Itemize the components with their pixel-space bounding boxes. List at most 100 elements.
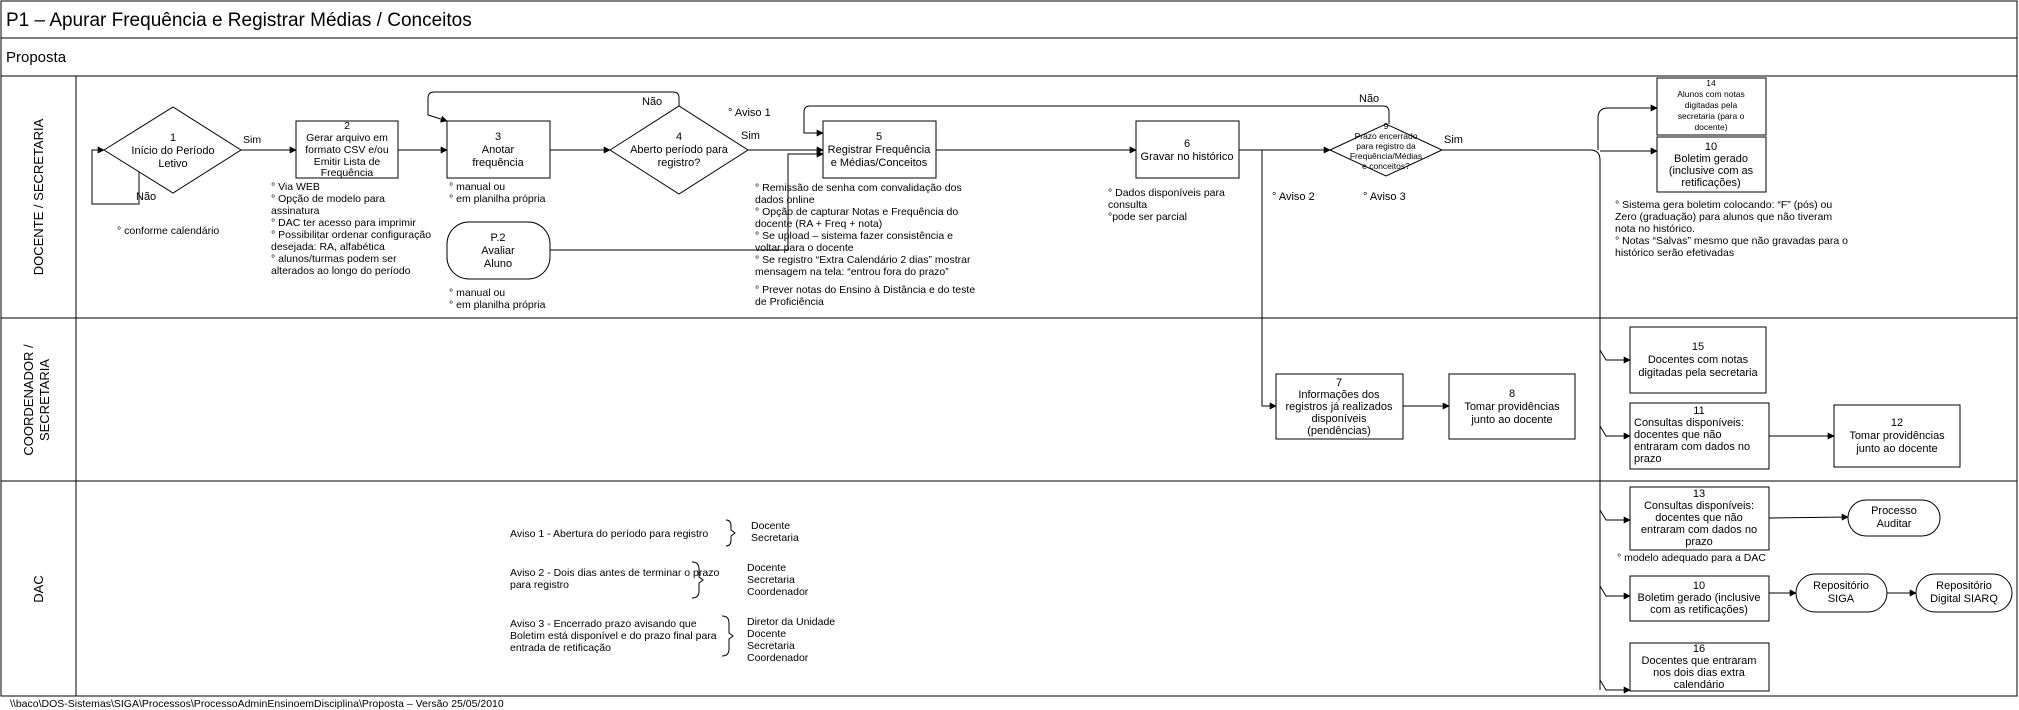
notes-node-2: ° Via WEB ° Opção de modelo para assinat… (271, 181, 431, 277)
svg-text:Processo: Processo (1871, 505, 1917, 517)
svg-text:° Se registro “Extra Calendári: ° Se registro “Extra Calendário 2 dias” … (755, 254, 971, 266)
svg-text:Docente: Docente (751, 520, 790, 532)
label-nao-9: Não (1359, 93, 1379, 105)
node-repositorio-siga: Repositório SIGA (1795, 573, 1888, 613)
svg-text:entrada de retificação: entrada de retificação (510, 642, 611, 654)
svg-text:docentes que não: docentes que não (1655, 512, 1742, 524)
svg-text:Digital SIARQ: Digital SIARQ (1930, 593, 1998, 605)
label-aviso-3: ° Aviso 3 (1363, 191, 1406, 203)
svg-text:16: 16 (1693, 643, 1705, 655)
lane-label-coordenador-line2: SECRETARIA (37, 359, 52, 441)
svg-text:10: 10 (1693, 580, 1705, 592)
svg-text:Alunos com notas: Alunos com notas (1677, 89, 1745, 99)
svg-text:4: 4 (676, 131, 682, 143)
svg-text:° Se upload – sistema fazer co: ° Se upload – sistema fazer consistência… (755, 230, 953, 242)
svg-text:Emitir Lista de: Emitir Lista de (314, 156, 381, 168)
svg-text:Docente: Docente (747, 562, 786, 574)
svg-text:Zero (graduação) para alunos q: Zero (graduação) para alunos que não tiv… (1615, 211, 1832, 223)
svg-text:entraram com dados no: entraram com dados no (1634, 441, 1750, 453)
node-13-consultas-disponiveis: 13 Consultas disponíveis: docentes que n… (1629, 486, 1770, 551)
svg-text:para registro: para registro (510, 579, 569, 591)
node-8-tomar-providencias: 8 Tomar providências junto ao docente (1448, 373, 1576, 440)
page-subtitle: Proposta (6, 49, 67, 66)
svg-text:docente (RA + Freq + nota): docente (RA + Freq + nota) (755, 218, 882, 230)
svg-text:registro?: registro? (658, 157, 701, 169)
svg-text:Boletim gerado (inclusive: Boletim gerado (inclusive (1638, 592, 1761, 604)
svg-text:Docentes que entraram: Docentes que entraram (1642, 655, 1757, 667)
svg-text:Avaliar: Avaliar (481, 245, 515, 257)
svg-text:Aluno: Aluno (484, 258, 512, 270)
notes-node-1: ° conforme calendário (117, 225, 219, 237)
svg-text:frequência: frequência (472, 157, 524, 169)
svg-text:2: 2 (344, 120, 350, 132)
connectors (91, 91, 1917, 694)
svg-text:5: 5 (876, 131, 882, 143)
node-9-prazo-encerrado: 9 Prazo encerrado para registro da Frequ… (1328, 121, 1444, 177)
svg-text:Diretor da Unidade: Diretor da Unidade (747, 616, 835, 628)
svg-text:junto ao docente: junto ao docente (1855, 443, 1937, 455)
svg-text:Docente: Docente (747, 628, 786, 640)
svg-text:8: 8 (1509, 388, 1515, 400)
label-sim-4: Sim (741, 130, 760, 142)
node-7-informacoes-registros: 7 Informações dos registros já realizado… (1275, 373, 1404, 440)
svg-text:Consultas disponíveis:: Consultas disponíveis: (1634, 417, 1744, 429)
svg-text:° Notas “Salvas” mesmo que não: ° Notas “Salvas” mesmo que não gravadas … (1615, 235, 1848, 247)
svg-text:13: 13 (1693, 488, 1705, 500)
lane-label-coordenador-line1: COORDENADOR / (21, 344, 36, 456)
svg-text:digitadas pela secretaria: digitadas pela secretaria (1638, 367, 1758, 379)
node-12-tomar-providencias: 12 Tomar providências junto ao docente (1833, 404, 1961, 468)
svg-text:° modelo adequado para a DAC: ° modelo adequado para a DAC (1617, 552, 1766, 564)
svg-text:° Possibilitar ordenar configu: ° Possibilitar ordenar configuração (271, 229, 431, 241)
notes-node-13: ° modelo adequado para a DAC (1617, 552, 1766, 564)
svg-text:° alunos/turmas podem ser: ° alunos/turmas podem ser (271, 253, 397, 265)
svg-text:retificações): retificações) (1681, 177, 1740, 189)
svg-text:7: 7 (1336, 377, 1342, 389)
svg-text:histórico serão efetivadas: histórico serão efetivadas (1615, 247, 1734, 259)
svg-text:consulta: consulta (1108, 199, 1147, 211)
node-p2-avaliar-aluno: P.2 Avaliar Aluno (446, 221, 551, 280)
svg-text:docente): docente) (1694, 122, 1727, 132)
svg-text:Secretaria: Secretaria (747, 574, 795, 586)
svg-text:Repositório: Repositório (1813, 580, 1869, 592)
svg-text:nos dois dias extra: nos dois dias extra (1653, 667, 1746, 679)
node-6-gravar-historico: 6 Gravar no histórico (1135, 120, 1240, 179)
svg-text:Anotar: Anotar (482, 144, 515, 156)
svg-text:° conforme calendário: ° conforme calendário (117, 225, 219, 237)
svg-text:Aviso 2 - Dois dias antes de t: Aviso 2 - Dois dias antes de terminar o … (510, 567, 719, 579)
node-15-docentes-notas-secretaria: 15 Docentes com notas digitadas pela sec… (1629, 326, 1767, 394)
svg-text:Informações dos: Informações dos (1298, 389, 1380, 401)
svg-text:e Médias/Conceitos: e Médias/Conceitos (831, 157, 928, 169)
svg-text:entraram com dados no: entraram com dados no (1641, 524, 1757, 536)
svg-text:12: 12 (1891, 417, 1903, 429)
node-3-anotar-frequencia: 3 Anotar frequência (446, 120, 551, 179)
page-title: P1 – Apurar Frequência e Registrar Média… (6, 10, 472, 31)
svg-text:° em planilha própria: ° em planilha própria (449, 299, 546, 311)
svg-text:mensagem na tela: “entrou fora: mensagem na tela: “entrou fora do prazo” (755, 266, 949, 278)
svg-text:digitadas pela: digitadas pela (1685, 100, 1738, 110)
notes-node-6: ° Dados disponíveis para consulta °pode … (1108, 187, 1225, 223)
svg-text:registros já realizados: registros já realizados (1286, 401, 1393, 413)
svg-text:° Remissão de senha com conval: ° Remissão de senha com convalidação dos (755, 182, 962, 194)
label-sim-9: Sim (1444, 134, 1463, 146)
svg-text:Secretaria: Secretaria (747, 640, 795, 652)
svg-text:° Opção de modelo para: ° Opção de modelo para (271, 193, 385, 205)
svg-text:formato CSV e/ou: formato CSV e/ou (305, 144, 389, 156)
aviso-1-legend: Aviso 1 - Abertura do período para regis… (510, 519, 799, 547)
svg-text:10: 10 (1705, 141, 1717, 153)
node-10-boletim-gerado-dac: 10 Boletim gerado (inclusive com as reti… (1629, 575, 1770, 622)
node-2-gerar-arquivo: 2 Gerar arquivo em formato CSV e/ou Emit… (295, 120, 399, 179)
svg-text:(inclusive com as: (inclusive com as (1669, 165, 1754, 177)
label-nao-1: Não (136, 191, 156, 203)
svg-text:Boletim está disponível e do: Boletim está disponível e do prazo final… (510, 630, 717, 642)
svg-text:Secretaria: Secretaria (751, 532, 799, 544)
svg-text:Coordenador: Coordenador (747, 586, 809, 598)
label-nao-4: Não (642, 96, 662, 108)
svg-text:° Via WEB: ° Via WEB (271, 181, 320, 193)
svg-text:junto ao docente: junto ao docente (1470, 414, 1552, 426)
svg-text:SIGA: SIGA (1828, 593, 1855, 605)
svg-text:assinatura: assinatura (271, 205, 320, 217)
node-5-registrar-frequencia: 5 Registrar Frequência e Médias/Conceito… (822, 120, 937, 179)
svg-text:P.2: P.2 (490, 232, 505, 244)
